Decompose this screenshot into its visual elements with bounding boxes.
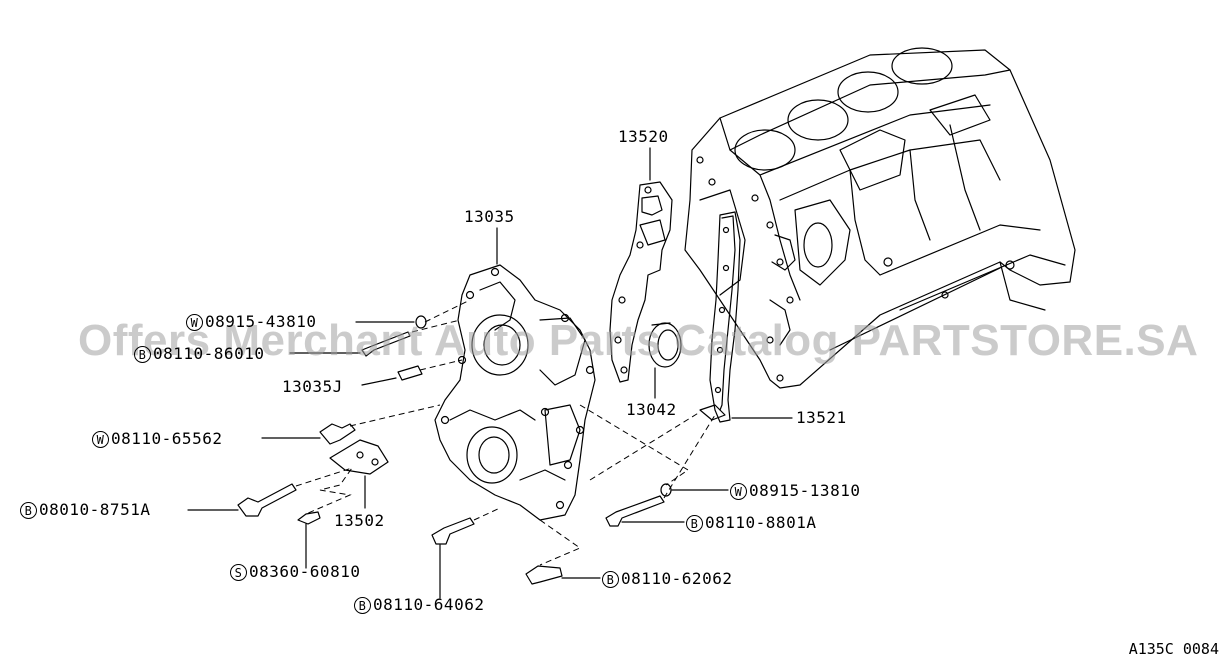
fastener-number: 08110-86010	[153, 344, 265, 363]
washer-symbol-icon: W	[186, 314, 203, 331]
diagram-code: A135C 0084	[1128, 640, 1219, 658]
bolt-08110-62062-illustration	[525, 565, 601, 585]
washer-08915-13810-illustration	[660, 483, 729, 497]
dowel-13035J-illustration	[361, 365, 423, 386]
fastener-number: 08915-43810	[205, 312, 317, 331]
fastener-number: 08915-13810	[749, 481, 861, 500]
fastener-number: 08110-62062	[621, 569, 733, 588]
bolt-08110-8801A-illustration	[605, 495, 685, 527]
bracket-13502-illustration	[329, 439, 389, 509]
label-13042: 13042	[626, 400, 677, 419]
bolt-symbol-icon: B	[134, 346, 151, 363]
bolt-08010-8751A-illustration	[187, 483, 297, 517]
label-13502: 13502	[334, 511, 385, 530]
bolt-symbol-icon: B	[686, 515, 703, 532]
washer-symbol-icon: W	[730, 483, 747, 500]
stud-08360-60810-illustration	[297, 511, 321, 569]
bolt-08110-65562-illustration	[261, 423, 356, 445]
washer-08915-43810-illustration	[355, 315, 427, 329]
fastener-number: 08110-8801A	[705, 513, 817, 532]
front-cover-13035-illustration	[434, 227, 596, 521]
label-13520: 13520	[618, 127, 669, 146]
fastener-number: 08010-8751A	[39, 500, 151, 519]
label-13521: 13521	[796, 408, 847, 427]
label-13035: 13035	[464, 207, 515, 226]
fastener-number: 08360-60810	[249, 562, 361, 581]
bolt-symbol-icon: B	[20, 502, 37, 519]
gasket-13520-illustration	[609, 147, 673, 383]
label-13035J: 13035J	[282, 377, 343, 396]
bolt-symbol-icon: B	[354, 597, 371, 614]
stud-symbol-icon: S	[230, 564, 247, 581]
fastener-number: 08110-64062	[373, 595, 485, 614]
engine-block-illustration	[684, 47, 1076, 389]
washer-symbol-icon: W	[92, 431, 109, 448]
bolt-08110-64062-illustration	[431, 517, 475, 599]
gasket-13521-illustration	[699, 211, 793, 423]
bolt-08110-86010-illustration	[289, 331, 411, 357]
bolt-symbol-icon: B	[602, 571, 619, 588]
oil-seal-13042-illustration	[648, 322, 682, 399]
fastener-number: 08110-65562	[111, 429, 223, 448]
